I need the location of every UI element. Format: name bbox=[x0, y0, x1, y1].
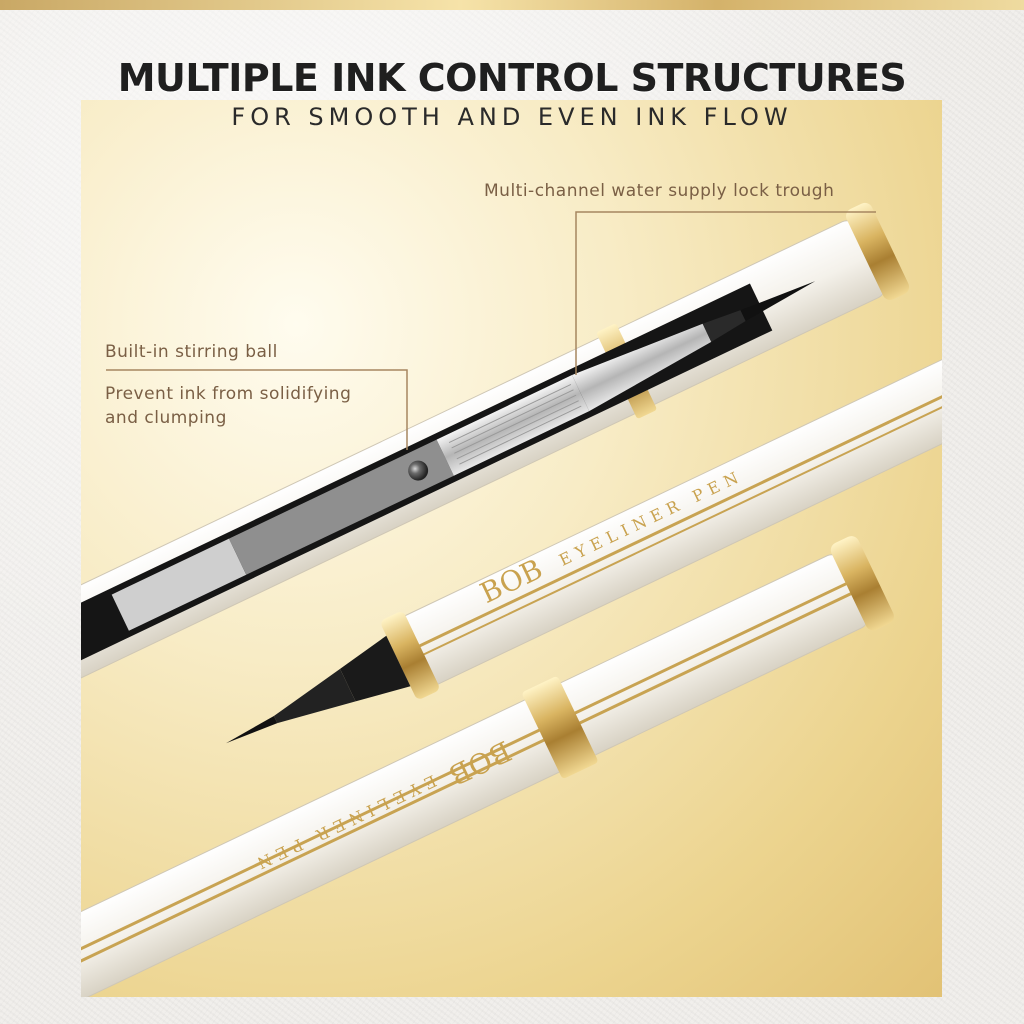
open-eyeliner-pen: BOB EYELINER PEN bbox=[225, 330, 942, 744]
trough-label: Multi-channel water supply lock trough bbox=[484, 181, 835, 201]
stirring-ball-desc-2: and clumping bbox=[105, 408, 227, 428]
ball-callout-line bbox=[106, 369, 408, 450]
page-title: MULTIPLE INK CONTROL STRUCTURES bbox=[117, 56, 907, 100]
capped-eyeliner-pen: BOB EYELINER PEN bbox=[81, 536, 894, 997]
pen-illustration: BOB EYELINER PEN BOB EYELINER PEN bbox=[81, 202, 942, 997]
cutaway-pen bbox=[81, 202, 910, 696]
top-gold-bar bbox=[0, 0, 1024, 10]
page-subtitle: FOR SMOOTH AND EVEN INK FLOW bbox=[231, 103, 793, 131]
product-panel: BOB EYELINER PEN BOB EYELINER PEN Multi-… bbox=[81, 100, 942, 997]
stirring-ball-desc-1: Prevent ink from solidifying bbox=[105, 384, 352, 404]
trough-callout-line bbox=[575, 211, 876, 375]
stirring-ball-label: Built-in stirring ball bbox=[105, 342, 278, 362]
